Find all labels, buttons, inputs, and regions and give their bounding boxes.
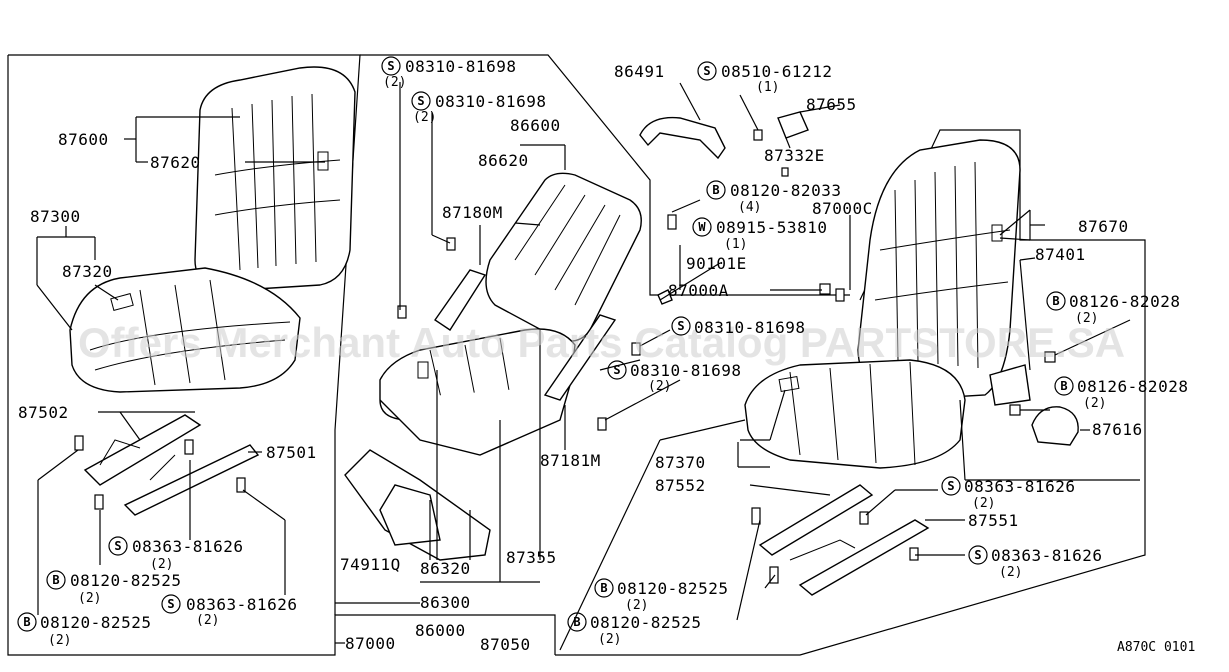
label-87320: 87320 (62, 262, 113, 281)
label-87300: 87300 (30, 207, 81, 226)
qty-label: (2) (972, 496, 995, 511)
rear-seat-cushion-86320 (379, 328, 576, 456)
label-86620: 86620 (478, 151, 529, 170)
qty-label: (2) (598, 632, 621, 647)
label-86000: 86000 (415, 621, 466, 640)
label-b-08120-82525: 08120-82525 (40, 613, 151, 632)
qty-label: (2) (648, 379, 671, 394)
label-s-08363-81626: 08363-81626 (964, 477, 1075, 496)
s-symbol: S (387, 59, 394, 73)
label-s-08363-81626: 08363-81626 (991, 546, 1102, 565)
label-s-08363-81626: 08363-81626 (186, 595, 297, 614)
label-b-08120-82525: 08120-82525 (590, 613, 701, 632)
frame-lines (7, 54, 1146, 656)
qty-label: (2) (48, 633, 71, 648)
label-b-08120-82033: 08120-82033 (730, 181, 841, 200)
label-86491: 86491 (614, 62, 665, 81)
left-seat-cushion-87300 (69, 267, 301, 393)
label-s-08310-81698: 08310-81698 (694, 318, 805, 337)
qty-label: (2) (625, 598, 648, 613)
label-87501: 87501 (266, 443, 317, 462)
label-87181M: 87181M (540, 451, 601, 470)
right-seat-rails (751, 484, 930, 596)
label-74911Q: 74911Q (340, 555, 401, 574)
rear-seat-back-86600 (485, 172, 642, 342)
label-87616: 87616 (1092, 420, 1143, 439)
assist-grip-86491 (639, 111, 845, 305)
s-symbol: S (114, 539, 121, 553)
b-symbol: B (1060, 379, 1067, 393)
w-symbol: W (698, 220, 706, 234)
label-b-08120-82525: 08120-82525 (70, 571, 181, 590)
label-87050: 87050 (480, 635, 531, 654)
label-87000C: 87000C (812, 199, 873, 218)
label-86600: 86600 (510, 116, 561, 135)
label-90101E: 90101E (686, 254, 747, 273)
s-symbol: S (167, 597, 174, 611)
qty-label: (2) (196, 613, 219, 628)
label-87401: 87401 (1035, 245, 1086, 264)
qty-label: (4) (738, 200, 761, 215)
s-symbol: S (613, 363, 620, 377)
watermark-text: Offers Merchant Auto Parts Catalog PARTS… (78, 319, 1125, 366)
b-symbol: B (23, 615, 30, 629)
label-86300: 86300 (420, 593, 471, 612)
s-symbol: S (703, 64, 710, 78)
qty-label: (2) (999, 565, 1022, 580)
qty-label: (2) (413, 110, 436, 125)
qty-label: (2) (1075, 311, 1098, 326)
leader-lines (36, 82, 1140, 644)
diagram-code: A870C 0101 (1117, 640, 1195, 655)
part-labels: 87600 87620 87300 87320 87502 87501 0836… (18, 57, 1195, 655)
label-b-08126-82028: 08126-82028 (1077, 377, 1188, 396)
b-symbol: B (712, 183, 719, 197)
label-s-08310-81698: 08310-81698 (630, 361, 741, 380)
left-seat-rails (74, 414, 260, 516)
label-87502: 87502 (18, 403, 69, 422)
recliner-cover-87616 (989, 351, 1079, 446)
b-symbol: B (1052, 294, 1059, 308)
s-symbol: S (417, 94, 424, 108)
label-b-08120-82525: 08120-82525 (617, 579, 728, 598)
right-seat-cushion-87370 (744, 359, 966, 469)
b-symbol: B (600, 581, 607, 595)
label-w-08915-53810: 08915-53810 (716, 218, 827, 237)
left-seat-back-87600 (194, 66, 356, 291)
symbol-markers: S S S B W S S B B S S B B S B S B (17, 56, 1074, 632)
label-87332E: 87332E (764, 146, 825, 165)
qty-label: (2) (1083, 396, 1106, 411)
label-87552: 87552 (655, 476, 706, 495)
label-s-08510-61212: 08510-61212 (721, 62, 832, 81)
b-symbol: B (52, 573, 59, 587)
rear-seat-brackets (397, 237, 641, 431)
label-b-08126-82028: 08126-82028 (1069, 292, 1180, 311)
label-s-08310-81698: 08310-81698 (435, 92, 546, 111)
label-87620: 87620 (150, 153, 201, 172)
qty-label: (2) (383, 75, 406, 90)
qty-label: (2) (150, 557, 173, 572)
label-87180M: 87180M (442, 203, 503, 222)
label-86320: 86320 (420, 559, 471, 578)
s-symbol: S (974, 548, 981, 562)
qty-label: (1) (724, 237, 747, 252)
label-87000: 87000 (345, 634, 396, 653)
s-symbol: S (677, 319, 684, 333)
label-87670: 87670 (1078, 217, 1129, 236)
qty-label: (1) (756, 80, 779, 95)
label-87000A: 87000A (668, 281, 729, 300)
label-87355: 87355 (506, 548, 557, 567)
s-symbol: S (947, 479, 954, 493)
label-s-08310-81698: 08310-81698 (405, 57, 516, 76)
b-symbol: B (573, 615, 580, 629)
label-87655: 87655 (806, 95, 857, 114)
label-87370: 87370 (655, 453, 706, 472)
label-s-08363-81626: 08363-81626 (132, 537, 243, 556)
label-87600: 87600 (58, 130, 109, 149)
label-87551: 87551 (968, 511, 1019, 530)
qty-label: (2) (78, 591, 101, 606)
rear-seat-side-74911Q (344, 449, 491, 561)
